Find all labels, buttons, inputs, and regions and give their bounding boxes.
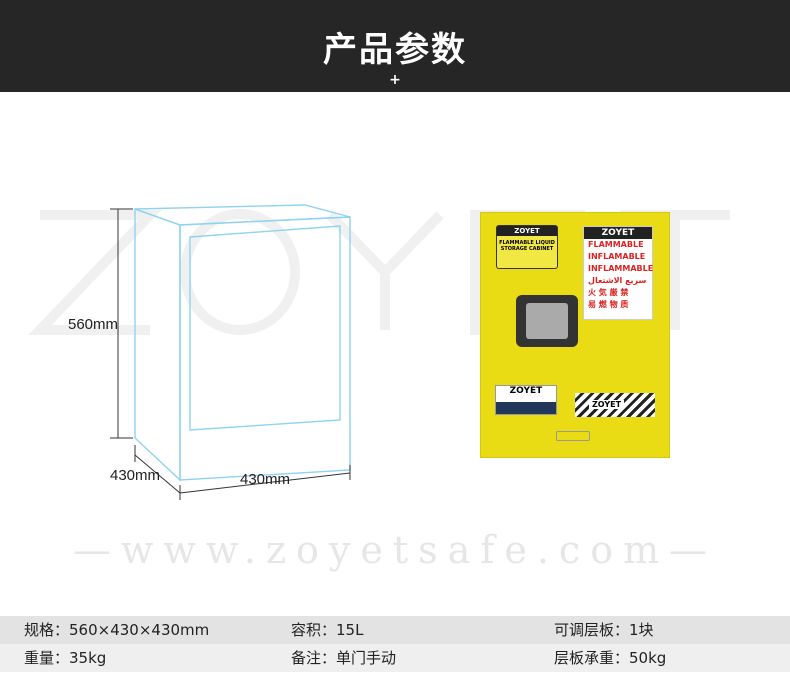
- width-dimension-line: [179, 472, 351, 494]
- brand-plate: ZOYET: [495, 385, 557, 415]
- depth-dimension-line: [134, 454, 181, 494]
- door-lock: [516, 295, 578, 347]
- spec-weight: 重量：35kg: [24, 649, 107, 667]
- spec-capacity: 容积：15L: [291, 621, 364, 639]
- page-title: 产品参数: [323, 30, 467, 70]
- spec-note: 备注：单门手动: [291, 649, 397, 667]
- hazard-label: ZOYET: [575, 393, 655, 417]
- vent: [556, 431, 590, 441]
- cabinet-front: [179, 216, 351, 481]
- height-label: 560mm: [68, 316, 119, 333]
- spec-shelf-load: 层板承重：50kg: [554, 649, 667, 667]
- width-label: 430mm: [240, 471, 291, 488]
- depth-label: 430mm: [110, 467, 161, 484]
- spec-row: 规格：560×430×430mm 容积：15L 可调层板：1块: [0, 616, 790, 644]
- plus-icon: +: [389, 72, 401, 88]
- cabinet-door: [189, 225, 341, 431]
- cabinet-top: [134, 204, 351, 226]
- header-bar: 产品参数 +: [0, 0, 790, 92]
- spec-shelves: 可调层板：1块: [554, 621, 654, 639]
- watermark-url: —www.zoyetsafe.com—: [72, 528, 718, 572]
- cabinet-side: [134, 208, 181, 482]
- warning-label: ZOYET FLAMMABLE INFLAMABLE INFLAMMABLE س…: [583, 226, 653, 320]
- spec-row: 重量：35kg 备注：单门手动 层板承重：50kg: [0, 644, 790, 672]
- spec-size: 规格：560×430×430mm: [24, 621, 210, 639]
